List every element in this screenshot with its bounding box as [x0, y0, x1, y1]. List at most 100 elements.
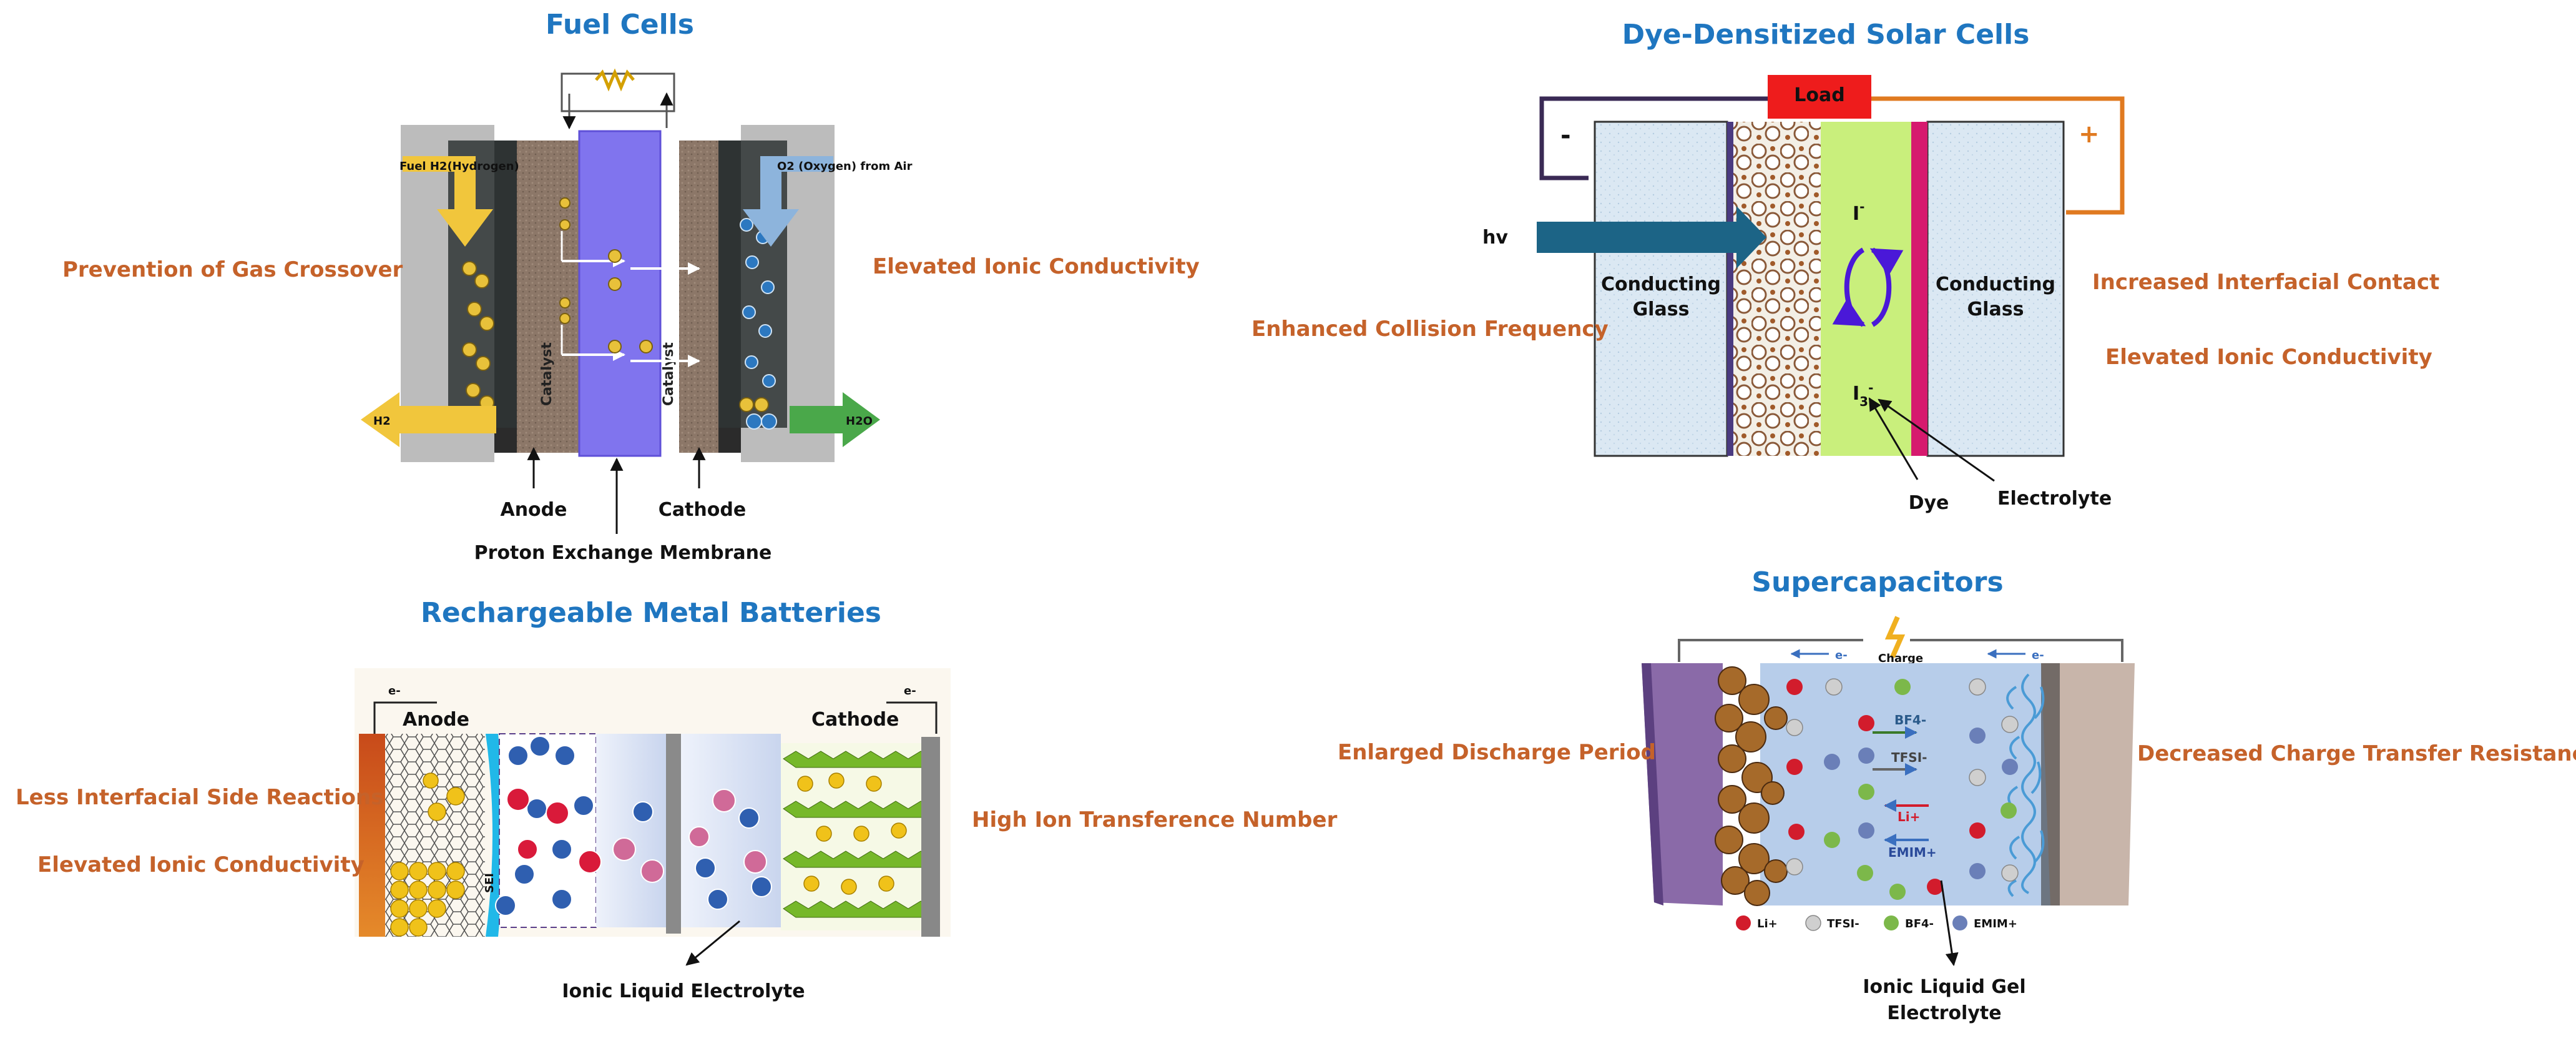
battery-benefit-left-1: Less Interfacial Side Reactions	[16, 785, 383, 810]
resistor-icon	[595, 68, 635, 92]
positive-terminal: +	[2079, 120, 2100, 149]
water-outlet-label: H2O	[846, 415, 873, 428]
cathode-electron-label: e-	[904, 684, 916, 698]
carbon-electrode-particles	[1715, 666, 1788, 906]
supercap-benefit-left: Enlarged Discharge Period	[1338, 740, 1656, 765]
light-arrow	[1537, 206, 1766, 269]
cathode-lithium	[797, 772, 907, 895]
tfsi-ions	[1786, 678, 2019, 882]
anode-current-collector	[359, 734, 385, 937]
batteries-title: Rechargeable Metal Batteries	[421, 597, 881, 629]
proton-exchange-membrane	[578, 130, 662, 457]
fuel-cell-benefit-right: Elevated Ionic Conductivity	[873, 254, 1200, 279]
negative-wire	[1539, 96, 1768, 180]
membrane-label: Proton Exchange Membrane	[474, 542, 772, 564]
battery-anode-label: Anode	[403, 709, 469, 731]
left-conducting-glass	[1594, 121, 1728, 457]
left-current-collector	[1642, 663, 1723, 905]
supercap-electrolyte-label-1: Ionic Liquid Gel	[1863, 976, 2025, 998]
legend-emim-label: EMIM+	[1974, 917, 2017, 930]
load-box	[1768, 75, 1871, 119]
external-circuit	[561, 68, 675, 130]
right-conducting-glass	[1926, 121, 2065, 457]
legend-emim-swatch	[1952, 915, 1967, 930]
emim-arrow-label: EMIM+	[1888, 845, 1937, 860]
anion-particles	[495, 736, 772, 916]
li-ions	[1786, 679, 1986, 895]
li-arrow-label: Li+	[1898, 809, 1920, 824]
anode-side-electrolyte	[499, 733, 597, 928]
legend-li-swatch	[1736, 915, 1751, 930]
left-glass-label-line2: Glass	[1633, 299, 1690, 320]
cathode-current-collector	[921, 737, 940, 937]
iodide-label: I-	[1853, 199, 1864, 225]
pink-cation-particles	[612, 789, 767, 883]
water-outlet-arrow	[790, 392, 880, 447]
cathode-label: Cathode	[659, 499, 746, 521]
anode-catalyst-layer	[517, 141, 579, 453]
fuel-inlet-arrow	[403, 156, 493, 247]
load-label: Load	[1794, 84, 1844, 106]
triiodide-label: I3-	[1853, 380, 1873, 409]
sei-label: SEI	[483, 873, 496, 893]
legend-tfsi-swatch	[1805, 915, 1821, 931]
dye-sensitized-tio2	[1733, 122, 1821, 456]
proton-flow-arrows	[561, 231, 700, 367]
fuel-cell-panel: Fuel Cells Catalyst Catalyst	[62, 9, 1200, 564]
redox-arrow-right	[1869, 247, 1904, 327]
counter-electrode	[1911, 122, 1927, 456]
fuel-cells-title: Fuel Cells	[546, 9, 694, 41]
dssc-benefit-left: Enhanced Collision Frequency	[1251, 317, 1609, 342]
dssc-benefit-right-1: Increased Interfacial Contact	[2092, 270, 2439, 295]
dssc-title: Dye-Densitized Solar Cells	[1622, 19, 2030, 51]
dye-label: Dye	[1909, 492, 1949, 514]
oxygen-label: O2 (Oxygen) from Air	[777, 160, 913, 173]
dssc-panel: Dye-Densitized Solar Cells Load - + Cond…	[1251, 19, 2439, 514]
legend-bf4-label: BF4-	[1905, 917, 1934, 930]
battery-cathode-label: Cathode	[811, 709, 899, 731]
anode-label: Anode	[500, 499, 567, 521]
right-glass-label-line2: Glass	[1967, 299, 2024, 320]
bf4-ions	[1824, 679, 2017, 900]
cathode-catalyst-layer	[679, 141, 718, 453]
supercapacitors-title: Supercapacitors	[1751, 566, 2003, 598]
cathode-catalyst-label: Catalyst	[661, 342, 677, 406]
redox-arrow-left	[1832, 247, 1866, 327]
separator	[666, 734, 681, 934]
bf4-arrow-label: BF4-	[1894, 713, 1926, 728]
lithium-deposits	[390, 772, 465, 937]
separator-left-region	[596, 734, 666, 927]
left-glass-label-line1: Conducting	[1601, 274, 1721, 295]
battery-electrolyte-label: Ionic Liquid Electrolyte	[562, 980, 805, 1002]
oxygen-particles	[740, 218, 777, 430]
hydrogen-outlet-label: H2	[373, 415, 391, 428]
legend-bf4-swatch	[1884, 915, 1899, 930]
right-current-collector	[2041, 663, 2135, 905]
legend-tfsi-label: TFSI-	[1827, 917, 1859, 930]
fuel-label: Fuel H2(Hydrogen)	[399, 160, 519, 173]
battery-benefit-right: High Ion Transference Number	[972, 807, 1338, 832]
battery-panel: Rechargeable Metal Batteries e- e- Anode…	[16, 597, 1338, 1002]
left-electron-label: e-	[1835, 649, 1848, 662]
anode-catalyst-label: Catalyst	[539, 342, 555, 406]
fibrous-electrode	[2006, 673, 2045, 897]
cathode-layers	[783, 751, 934, 918]
supercap-electrolyte-label-2: Electrolyte	[1887, 1002, 2001, 1024]
fuel-cell-benefit-left: Prevention of Gas Crossover	[62, 257, 403, 282]
supercapacitor-panel: Supercapacitors Charge e- e-	[1338, 566, 2576, 1024]
dssc-benefit-right-2: Elevated Ionic Conductivity	[2105, 345, 2432, 370]
negative-terminal: -	[1560, 121, 1571, 150]
hydrogen-particles	[462, 197, 769, 412]
hv-label: hv	[1482, 227, 1508, 249]
cation-particles	[506, 787, 602, 874]
legend-li-label: Li+	[1757, 917, 1778, 930]
electrolyte-label: Electrolyte	[1997, 488, 2112, 510]
charge-label: Charge	[1878, 652, 1923, 665]
charge-bolt-icon	[1884, 616, 1906, 658]
oxygen-inlet-arrow	[743, 156, 833, 247]
battery-benefit-left-2: Elevated Ionic Conductivity	[37, 852, 365, 877]
emim-ions	[1824, 728, 2018, 879]
right-electron-label: e-	[2032, 649, 2044, 662]
supercap-benefit-right: Decreased Charge Transfer Resistance	[2137, 741, 2576, 766]
